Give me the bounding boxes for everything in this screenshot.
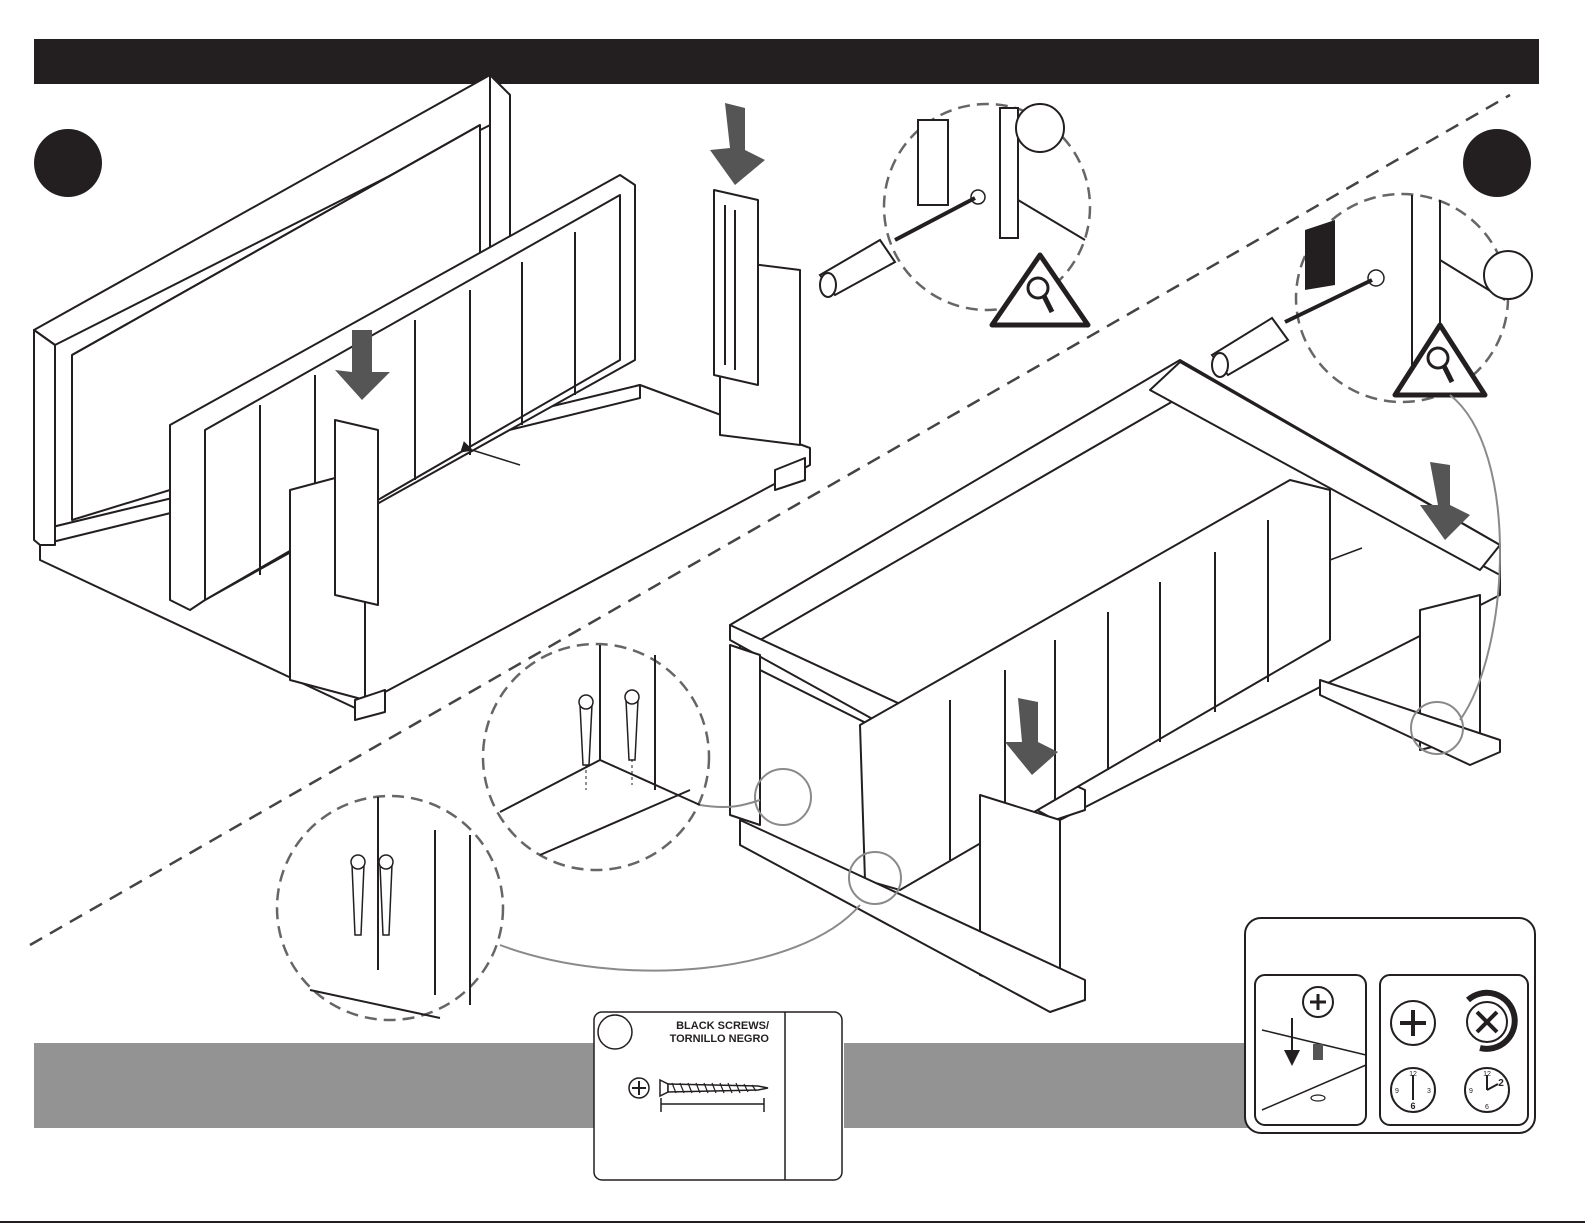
svg-text:6: 6 (1410, 1101, 1415, 1111)
part-card: BLACK SCREWS/ TORNILLO NEGRO (594, 1012, 842, 1180)
step-circle-right (1463, 129, 1531, 197)
clock-icon: 12 2 6 9 (1465, 1068, 1509, 1112)
left-assembly (34, 75, 810, 720)
svg-text:3: 3 (1427, 1088, 1431, 1095)
phillips-screw-icon (1391, 1001, 1435, 1045)
svg-text:2: 2 (1498, 1078, 1504, 1089)
phillips-screw-icon (1368, 270, 1384, 286)
header-bar (34, 39, 1539, 84)
down-arrow-icon (710, 103, 765, 185)
clock-icon: 12 3 6 9 (1391, 1068, 1435, 1112)
bottom-band-left (34, 1043, 596, 1128)
phillips-screw-icon (629, 1078, 649, 1098)
step-circle-left (34, 129, 102, 197)
zoom-target-middle (755, 769, 811, 825)
zoom-leader-bottom (500, 905, 860, 971)
part-name-en: BLACK SCREWS/ (676, 1020, 769, 1032)
right-assembly (730, 360, 1500, 1012)
svg-text:9: 9 (1395, 1088, 1399, 1095)
tool-tip-box: 12 3 6 9 12 2 6 9 (1245, 918, 1535, 1133)
svg-text:6: 6 (1485, 1104, 1489, 1111)
svg-text:9: 9 (1469, 1088, 1473, 1095)
bottom-band-right (844, 1043, 1251, 1128)
zoom-detail-bottom-left (277, 796, 503, 1020)
phillips-screw-icon (1303, 987, 1333, 1017)
zoom-detail-middle (483, 644, 709, 870)
part-name-es: TORNILLO NEGRO (670, 1033, 770, 1045)
